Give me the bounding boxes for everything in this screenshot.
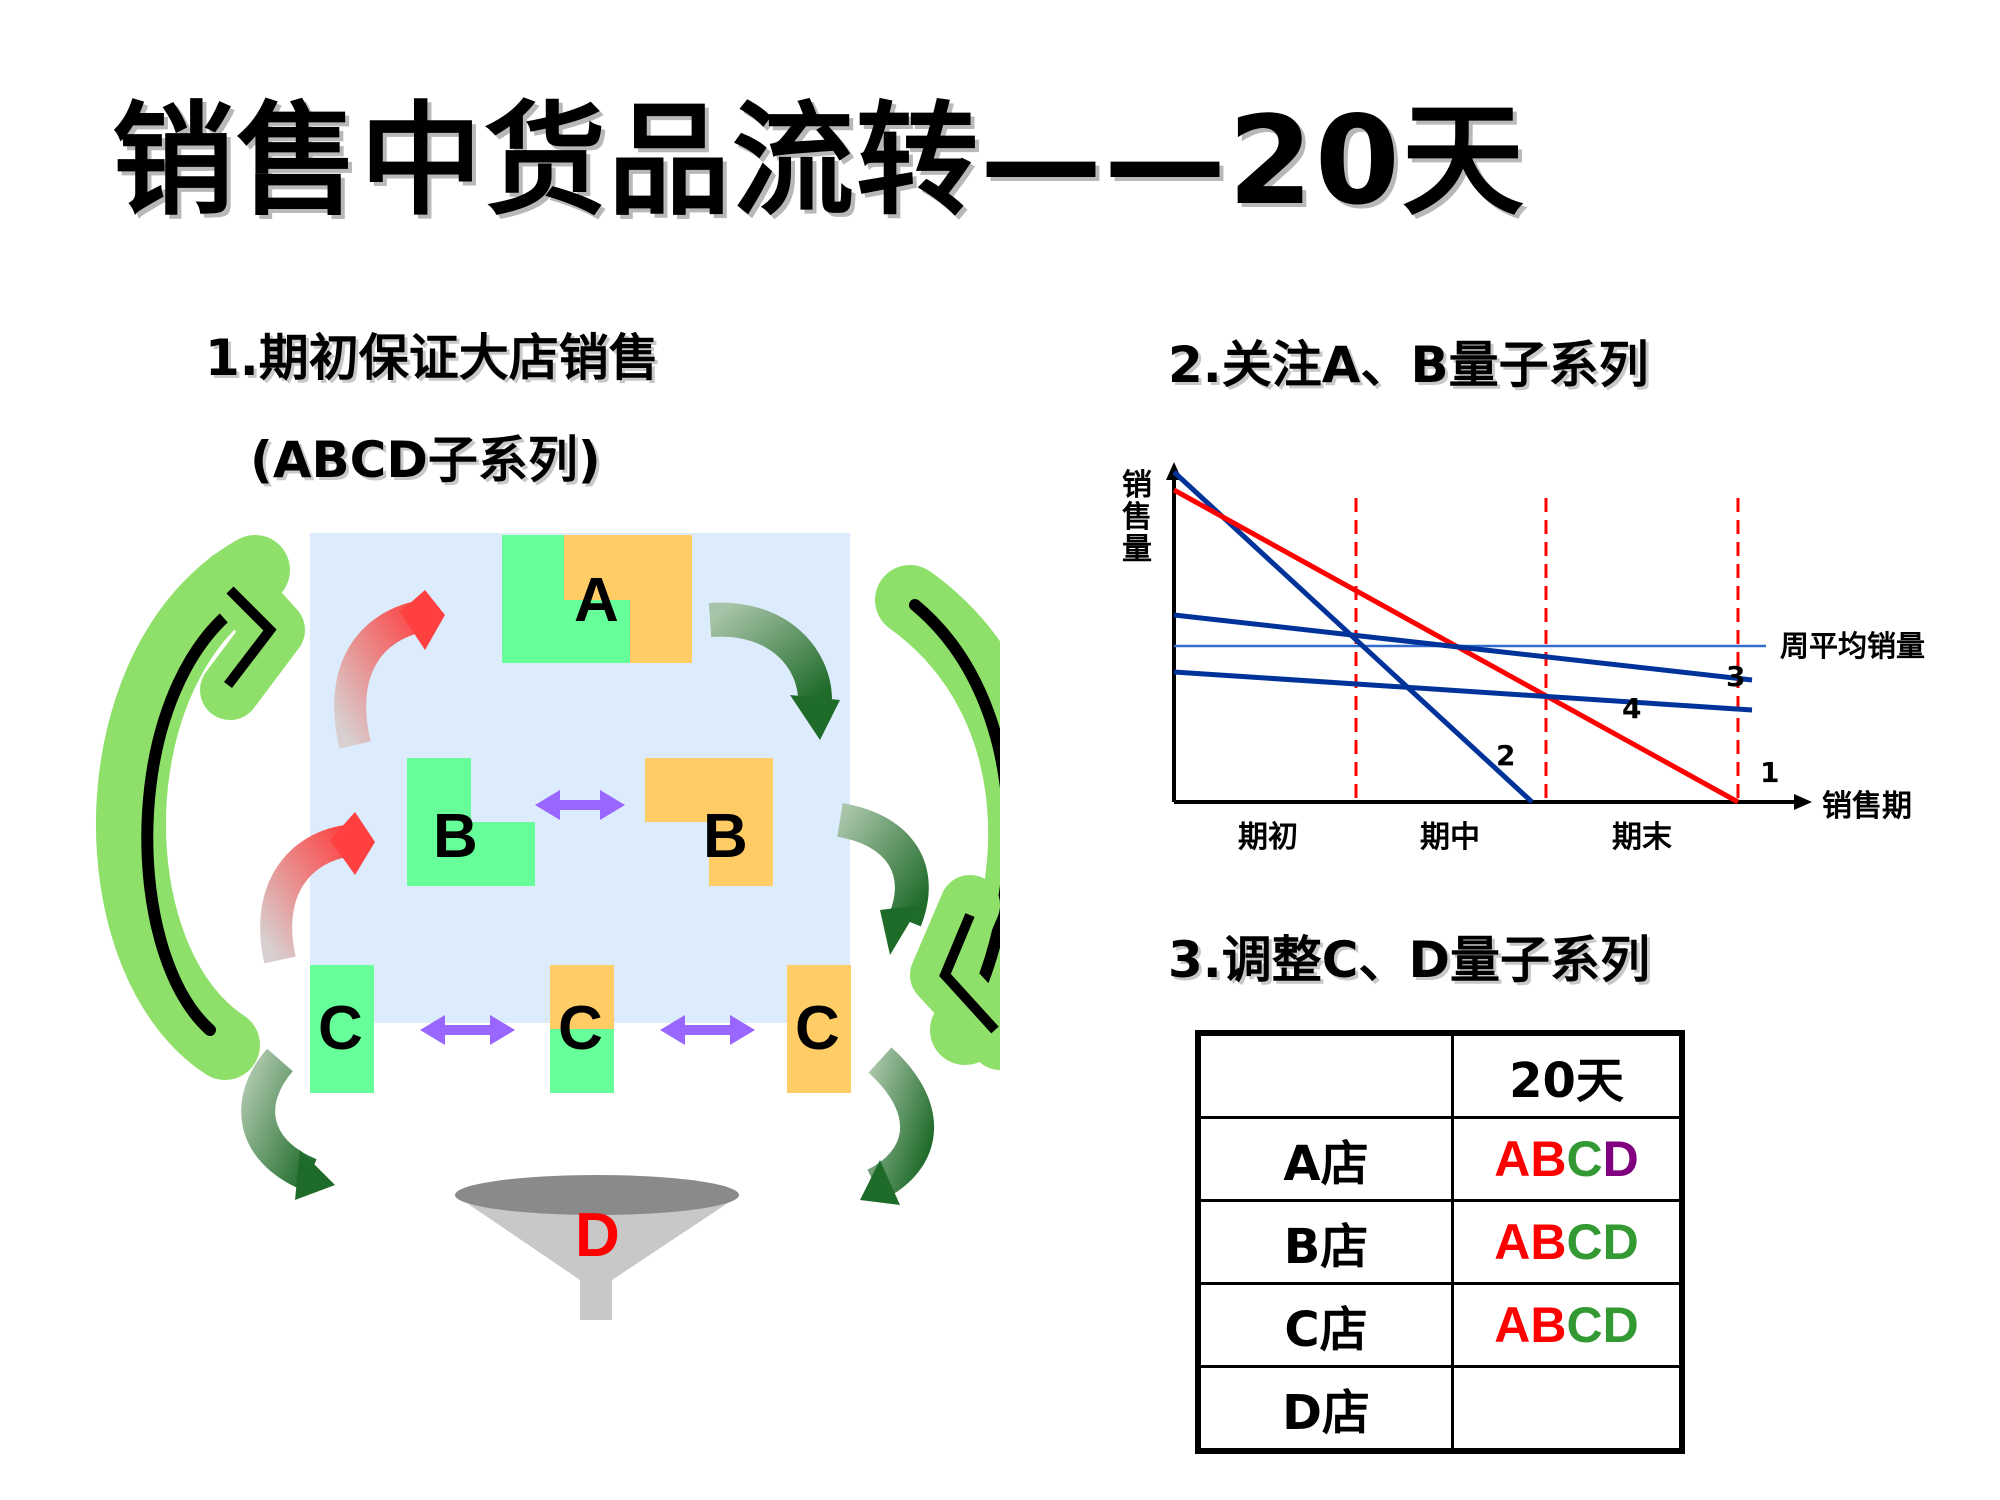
store-name-cell: A店 bbox=[1196, 1116, 1454, 1202]
series-letter: D bbox=[1602, 1214, 1639, 1270]
series-letter: B bbox=[1530, 1131, 1567, 1187]
double-arrow-icon bbox=[535, 790, 625, 820]
red-curved-arrow-icon bbox=[260, 812, 375, 964]
block-c-orange: C bbox=[787, 965, 851, 1093]
block-b-label: B bbox=[433, 802, 478, 871]
series-letter: C bbox=[1566, 1131, 1603, 1187]
series-label: 2 bbox=[1496, 739, 1515, 772]
x-tick-label: 期末 bbox=[1612, 820, 1672, 855]
green-curved-arrow-icon bbox=[708, 602, 840, 740]
block-b-green: B bbox=[407, 758, 535, 886]
block-a: A bbox=[502, 535, 692, 663]
block-a-label: A bbox=[574, 566, 619, 635]
series-letter: D bbox=[1602, 1131, 1639, 1187]
block-c-green: C bbox=[310, 965, 374, 1093]
series-label: 3 bbox=[1726, 660, 1745, 693]
series-letter: A bbox=[1494, 1131, 1531, 1187]
table-header-cell: 20天 bbox=[1451, 1031, 1684, 1119]
double-arrow-icon bbox=[660, 1015, 755, 1045]
funnel-icon bbox=[455, 1175, 740, 1320]
series-line-3 bbox=[1173, 612, 1753, 683]
series-cell: ABCD bbox=[1451, 1282, 1684, 1368]
series-letter: D bbox=[1602, 1297, 1639, 1353]
block-c-label: C bbox=[318, 994, 363, 1063]
flow-diagram: A B B C C C D bbox=[96, 533, 1000, 1320]
green-curved-arrow-icon bbox=[860, 1047, 934, 1205]
x-tick-label: 期初 bbox=[1238, 820, 1298, 855]
series-label: 1 bbox=[1760, 756, 1779, 789]
diagram-arrows bbox=[96, 535, 1000, 1320]
series-line-4 bbox=[1173, 669, 1753, 713]
page-title: 销售中货品流转——20天 bbox=[112, 90, 1526, 232]
series-label: 4 bbox=[1622, 692, 1641, 725]
table-row: D店 bbox=[1196, 1365, 1684, 1453]
series-letter: B bbox=[1530, 1214, 1567, 1270]
block-c-mixed: C bbox=[550, 965, 614, 1093]
series-cell bbox=[1451, 1365, 1684, 1453]
series-letter: A bbox=[1494, 1214, 1531, 1270]
y-axis-label: 销售量 bbox=[1122, 468, 1152, 567]
series-letter: B bbox=[1530, 1297, 1567, 1353]
section1-subheading: (ABCD子系列) bbox=[250, 431, 601, 489]
table-corner-cell bbox=[1196, 1031, 1454, 1119]
section1-heading: 1.期初保证大店销售 bbox=[205, 329, 659, 387]
store-name-cell: C店 bbox=[1196, 1282, 1454, 1368]
store-name-cell: B店 bbox=[1196, 1199, 1454, 1285]
series-letter: A bbox=[1494, 1297, 1531, 1353]
x-axis-label: 销售期 bbox=[1822, 789, 1912, 824]
x-axis-arrow-icon bbox=[1794, 794, 1812, 810]
left-big-curved-arrow-icon bbox=[96, 535, 305, 1080]
table-header-row: 20天 bbox=[1196, 1031, 1684, 1119]
block-c-label: C bbox=[558, 994, 603, 1063]
block-b-orange: B bbox=[645, 758, 773, 886]
series-cell: ABCD bbox=[1451, 1199, 1684, 1285]
sales-chart: 销售量 销售期 周平均销量 2 1 3 4 期初 期中 期末 bbox=[1122, 462, 1925, 855]
series-letter: C bbox=[1566, 1297, 1603, 1353]
section3-heading: 3.调整C、D量子系列 bbox=[1168, 931, 1650, 989]
right-big-curved-arrow-icon bbox=[875, 565, 1000, 1070]
store-name-cell: D店 bbox=[1196, 1365, 1454, 1453]
block-c-label: C bbox=[795, 994, 840, 1063]
green-curved-arrow-icon bbox=[241, 1048, 335, 1200]
series-cell: ABCD bbox=[1451, 1116, 1684, 1202]
x-tick-label: 期中 bbox=[1420, 820, 1480, 855]
funnel-d-label: D bbox=[575, 1201, 620, 1270]
average-line-label: 周平均销量 bbox=[1780, 629, 1925, 663]
series-letter: C bbox=[1566, 1214, 1603, 1270]
block-b-label: B bbox=[703, 802, 748, 871]
section2-heading: 2.关注A、B量子系列 bbox=[1168, 336, 1649, 394]
red-curved-arrow-icon bbox=[334, 590, 445, 749]
double-arrow-icon bbox=[420, 1015, 515, 1045]
green-curved-arrow-icon bbox=[836, 803, 929, 955]
